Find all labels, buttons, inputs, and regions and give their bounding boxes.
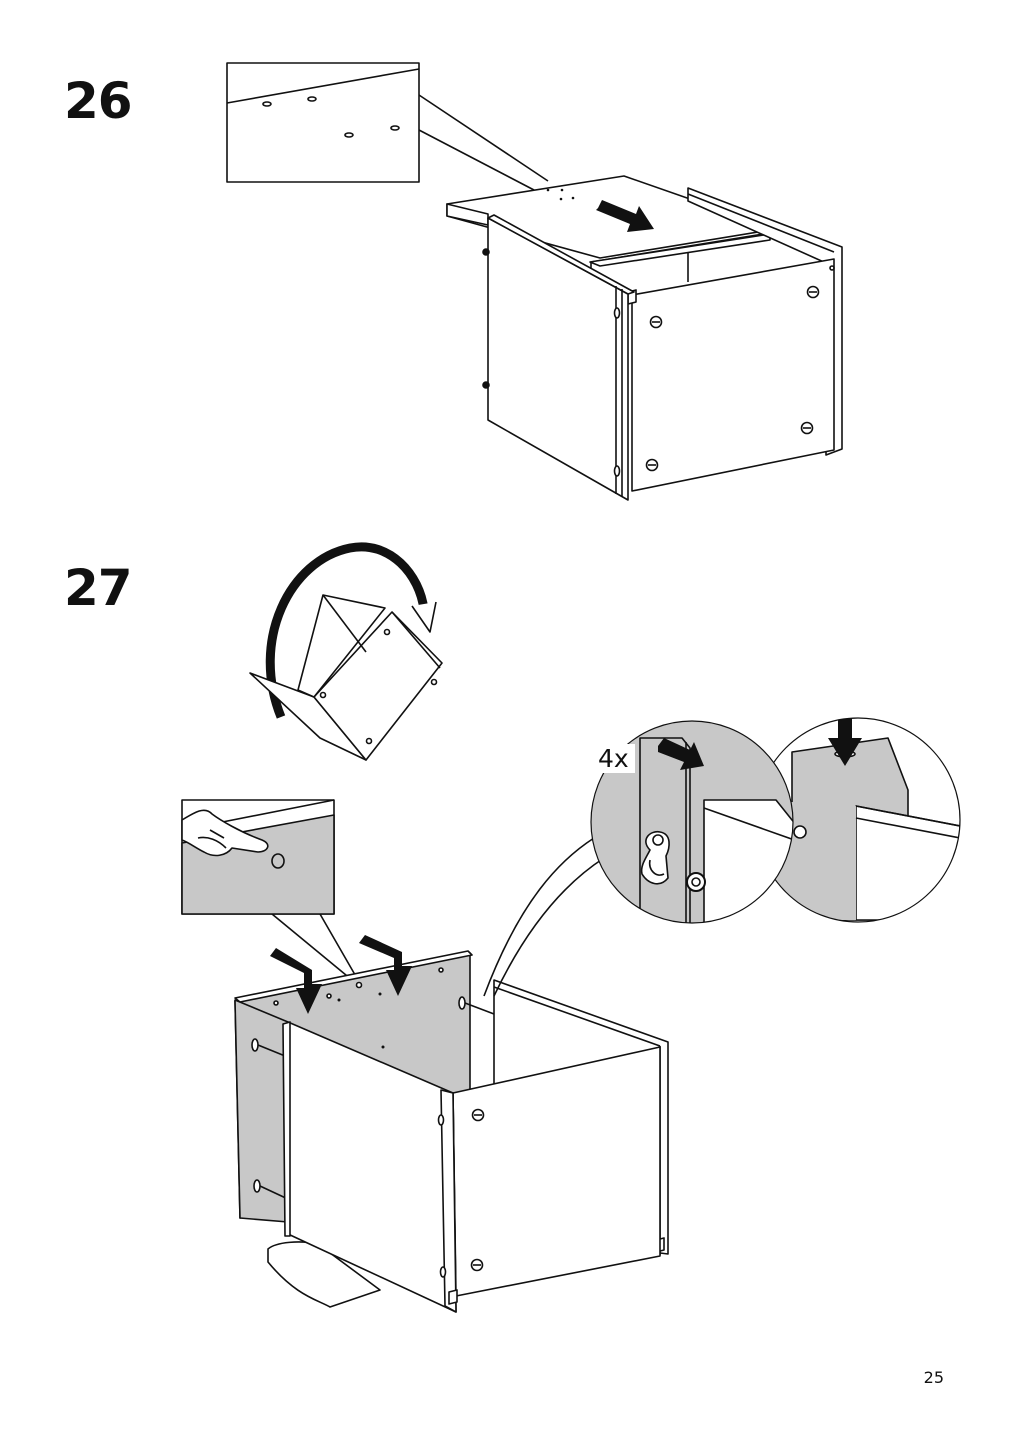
hand-detail-inset <box>181 799 359 981</box>
press-down-arrow-icon <box>359 935 412 996</box>
step-number: 26 <box>64 72 133 130</box>
step-number: 27 <box>64 559 133 617</box>
hole-detail-inset <box>226 62 549 191</box>
quantity-label: 4x <box>592 744 635 773</box>
flipped-carcass <box>249 594 443 761</box>
page-number: 25 <box>923 1368 944 1387</box>
step-27-illustration <box>181 542 961 1313</box>
slide-arrow-icon <box>658 738 704 770</box>
press-down-arrow-icon <box>270 948 322 1014</box>
hand-icon <box>181 809 269 857</box>
push-arrow-icon <box>596 200 654 232</box>
step-26-illustration <box>226 62 843 501</box>
flip-over-arrow-icon <box>265 542 437 719</box>
